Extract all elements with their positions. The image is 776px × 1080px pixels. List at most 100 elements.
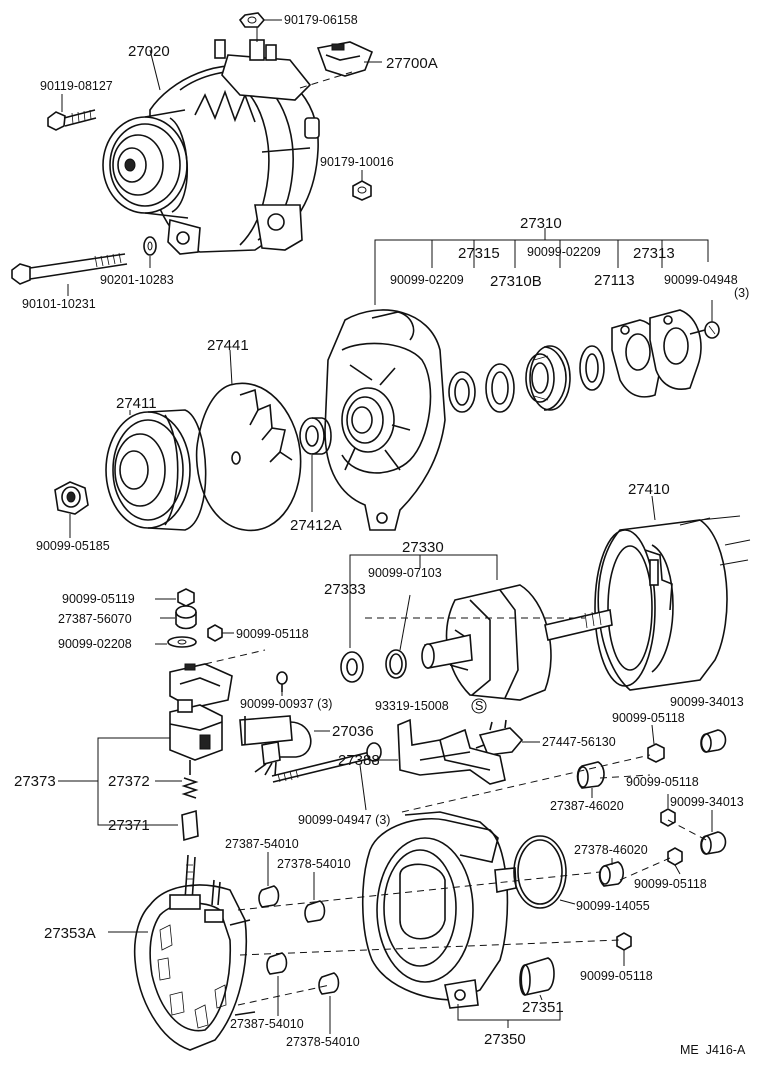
bolt-90099-04947[interactable] [271,742,382,783]
drive-end-frame-27310[interactable] [324,309,446,531]
label-90099-34013-a: 90099-34013 [670,695,744,709]
label-27113: 27113 [594,272,635,289]
nut-90099-05119[interactable] [177,588,195,607]
label-27020: 27020 [128,43,170,60]
bolt-90101-10231[interactable] [11,252,128,285]
retainer-90099-02209-b[interactable] [579,345,605,391]
nut-90179-10016[interactable] [352,180,372,201]
rectifier-27353A[interactable] [133,854,256,1051]
label-90179-10016: 90179-10016 [320,155,394,169]
label-27378-54010-a: 27378-54010 [277,857,351,871]
label-27333: 27333 [324,581,366,598]
spring-27372[interactable] [181,777,199,799]
alternator-assembly[interactable] [102,25,320,255]
label-90099-04948-qty: (3) [734,286,749,300]
label-27372: 27372 [108,773,150,790]
insulator-27387-56070[interactable] [175,605,197,630]
nut-90179-06158[interactable] [238,12,266,28]
ring-90099-07103[interactable] [385,649,407,679]
washer-90201-10283[interactable] [143,236,157,256]
label-27373: 27373 [14,773,56,790]
label-90119-08127: 90119-08127 [40,79,113,93]
label-90099-05185: 90099-05185 [36,539,110,553]
label-90099-04947: 90099-04947 (3) [298,813,390,827]
label-90179-06158: 90179-06158 [284,13,358,27]
label-27036: 27036 [332,723,374,740]
insulator-27387-54010-a[interactable] [258,885,280,908]
label-90099-05118-b: 90099-05118 [612,711,685,725]
nut-90099-05185[interactable] [54,481,89,515]
insulator-27378-54010-a[interactable] [304,900,326,923]
label-27330: 27330 [402,539,444,556]
nut-90099-05118-d[interactable] [667,847,683,866]
label-27378-54010-b: 27378-54010 [286,1035,360,1049]
label-90099-05118-e: 90099-05118 [580,969,653,983]
fan-27441[interactable] [195,382,302,532]
circlip-93319-15008[interactable] [471,698,487,714]
screw-90099-04948[interactable] [689,321,720,339]
spacer-27315[interactable] [448,371,476,413]
nut-90099-05118-a[interactable] [207,624,223,642]
insulator-27378-54010-b[interactable] [318,972,340,995]
label-90099-34013-b: 90099-34013 [670,795,744,809]
label-90099-00937: 90099-00937 (3) [240,697,332,711]
brush-27371[interactable] [181,809,199,842]
label-27353A: 27353A [44,925,96,942]
insulator-27387-54010-b[interactable] [266,952,288,975]
terminal-27447-56130[interactable] [475,719,524,756]
bracket-27388[interactable] [397,718,506,785]
bolt-90119-08127[interactable] [47,109,97,131]
rotor-27330[interactable] [421,584,613,701]
label-27388: 27388 [338,752,380,769]
label-27387-54010-b: 27387-54010 [230,1017,304,1031]
regulator-27700A[interactable] [316,41,374,77]
connector-27036[interactable] [239,715,312,777]
label-90099-07103: 90099-07103 [368,566,442,580]
label-93319-s: S [475,699,483,713]
brush-holder-assembly[interactable] [169,699,223,775]
washer-90099-02208[interactable] [167,636,197,648]
sleeve-27351[interactable] [519,957,555,996]
label-90099-14055: 90099-14055 [576,899,650,913]
retainer-90099-02209-a[interactable] [485,363,515,413]
rear-frame-27410[interactable] [594,515,751,691]
nut-90099-05118-b[interactable] [647,743,665,763]
rear-end-cover-27350[interactable] [361,811,517,1009]
label-27412A: 27412A [290,517,342,534]
plate-27313[interactable] [649,309,702,390]
label-90099-02208: 90099-02208 [58,637,132,651]
label-90099-05118-a: 90099-05118 [236,627,309,641]
nut-90099-05118-c[interactable] [660,808,676,827]
label-27700A: 27700A [386,55,438,72]
washer-27333[interactable] [340,651,364,683]
label-27387-56070: 27387-56070 [58,612,132,626]
label-27310B: 27310B [490,273,542,290]
label-27447-56130: 27447-56130 [542,735,616,749]
label-90099-02209-a: 90099-02209 [390,273,464,287]
bearing-27310B[interactable] [525,345,571,411]
label-27315: 27315 [458,245,500,262]
label-93319-15008: 93319-15008 [375,699,449,713]
label-27387-54010-a: 27387-54010 [225,837,299,851]
screw-90099-00937[interactable] [276,671,288,692]
label-27378-46020: 27378-46020 [574,843,648,857]
label-90201-10283: 90201-10283 [100,273,174,287]
collar-27412A[interactable] [299,417,332,455]
label-27371: 27371 [108,817,150,834]
label-90099-05118-d: 90099-05118 [634,877,707,891]
o-ring-90099-14055[interactable] [513,835,567,909]
cap-90099-34013-b[interactable] [700,831,727,855]
diagram-code: ME J416-A [680,1043,746,1057]
insulator-27378-46020[interactable] [598,861,625,887]
label-90099-04948: 90099-04948 [664,273,738,287]
nut-90099-05118-e[interactable] [616,932,632,951]
label-27387-46020: 27387-46020 [550,799,624,813]
insulator-27387-46020[interactable] [576,761,605,789]
label-27310: 27310 [520,215,562,232]
label-90101-10231: 90101-10231 [22,297,96,311]
pulley-27411[interactable] [105,409,207,531]
cap-90099-34013-a[interactable] [700,729,727,753]
label-90099-02209-b: 90099-02209 [527,245,601,259]
label-90099-05118-c: 90099-05118 [626,775,699,789]
